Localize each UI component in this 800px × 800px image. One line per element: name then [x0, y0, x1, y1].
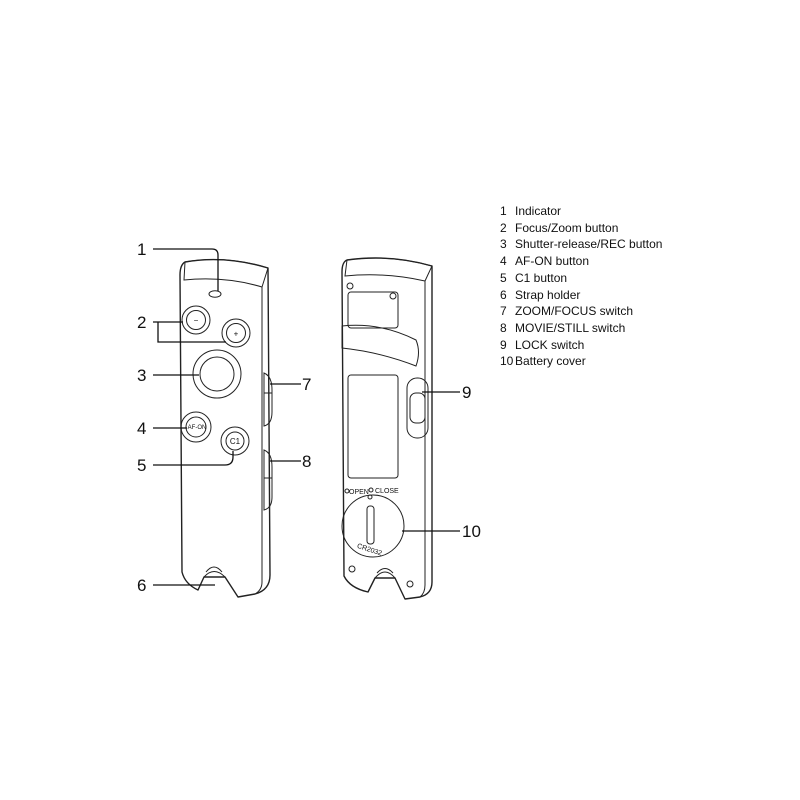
front-side-edge [254, 287, 263, 595]
back-side-edge [419, 281, 426, 598]
back-body-outline [341, 257, 433, 600]
back-center-recess [347, 374, 399, 479]
back-top-cap [344, 257, 433, 282]
callout-9: 9 [462, 383, 471, 402]
legend-label: ZOOM/FOCUS switch [515, 304, 634, 319]
legend-number: 3 [500, 237, 507, 252]
legend-number: 6 [500, 287, 507, 302]
front-strap-holder [203, 566, 226, 578]
legend-label: Shutter-release/REC button [515, 237, 663, 252]
focus-zoom-plus-button: + [221, 318, 251, 348]
legend-label: C1 button [515, 270, 568, 285]
callout-6: 6 [137, 576, 146, 595]
callout-1: 1 [137, 240, 146, 259]
legend-item: 3 Shutter-release/REC button [500, 236, 662, 253]
legend-number: 1 [500, 204, 507, 218]
legend-label: Focus/Zoom button [515, 220, 619, 235]
leader-5 [153, 451, 234, 466]
legend-item: 1 Indicator [500, 203, 662, 220]
back-strap-holder [374, 568, 396, 579]
back-upper-window [347, 291, 399, 329]
movie-still-switch [263, 449, 273, 511]
legend-item: 7 ZOOM/FOCUS switch [500, 303, 662, 320]
leader-2b [157, 322, 226, 343]
af-on-label: AF-ON [188, 425, 207, 431]
legend-label: Indicator [515, 204, 562, 218]
legend-number: 8 [500, 320, 507, 335]
callout-4: 4 [137, 419, 146, 438]
leader-1 [153, 248, 219, 291]
legend-label: Battery cover [515, 354, 586, 369]
legend-item: 8 MOVIE/STILL switch [500, 320, 662, 337]
legend-number: 2 [500, 220, 507, 235]
legend-number: 7 [500, 304, 507, 319]
legend-item: 5 C1 button [500, 270, 662, 287]
callout-3: 3 [137, 366, 146, 385]
leader-lines [153, 248, 460, 586]
front-top-cap [183, 259, 269, 288]
battery-cover: OPEN CLOSE CR2032 [341, 487, 405, 558]
callout-7: 7 [302, 375, 311, 394]
plus-symbol: + [234, 330, 239, 339]
callout-10: 10 [462, 522, 481, 541]
back-view: OPEN CLOSE CR2032 [341, 257, 433, 600]
c1-button: C1 [220, 426, 250, 456]
legend-label: AF-ON button [515, 254, 590, 269]
legend-item: 4 AF-ON button [500, 253, 662, 270]
legend-item: 9 LOCK switch [500, 337, 662, 354]
legend-number: 10 [500, 354, 514, 369]
front-view: − + AF-ON C1 [179, 258, 273, 598]
legend-label: Strap holder [515, 287, 581, 302]
indicator-led [208, 290, 222, 298]
close-label: CLOSE [375, 488, 399, 495]
legend-label: LOCK switch [515, 337, 585, 352]
lock-switch [406, 377, 429, 439]
shutter-release-rec-button [192, 349, 242, 399]
legend-item: 2 Focus/Zoom button [500, 220, 662, 237]
open-label: OPEN [349, 489, 369, 496]
battery-type-label: CR2032 [356, 543, 383, 558]
legend-number: 9 [500, 337, 507, 352]
legend-number: 4 [500, 254, 507, 269]
legend-item: 6 Strap holder [500, 287, 662, 304]
minus-symbol: − [194, 316, 199, 325]
back-clip-band [341, 324, 419, 367]
legend-number: 5 [500, 270, 507, 285]
focus-zoom-minus-button: − [181, 305, 211, 335]
af-on-button: AF-ON [180, 411, 212, 443]
parts-legend: 1 Indicator 2 Focus/Zoom button 3 Shutter-r… [500, 203, 662, 370]
legend-label: MOVIE/STILL switch [515, 320, 626, 335]
zoom-focus-switch [263, 372, 273, 427]
callout-5: 5 [137, 456, 146, 475]
c1-label: C1 [230, 437, 241, 446]
callout-8: 8 [302, 452, 311, 471]
callout-2: 2 [137, 313, 146, 332]
callout-numbers: 1 2 3 4 5 6 7 8 9 10 [137, 240, 481, 595]
